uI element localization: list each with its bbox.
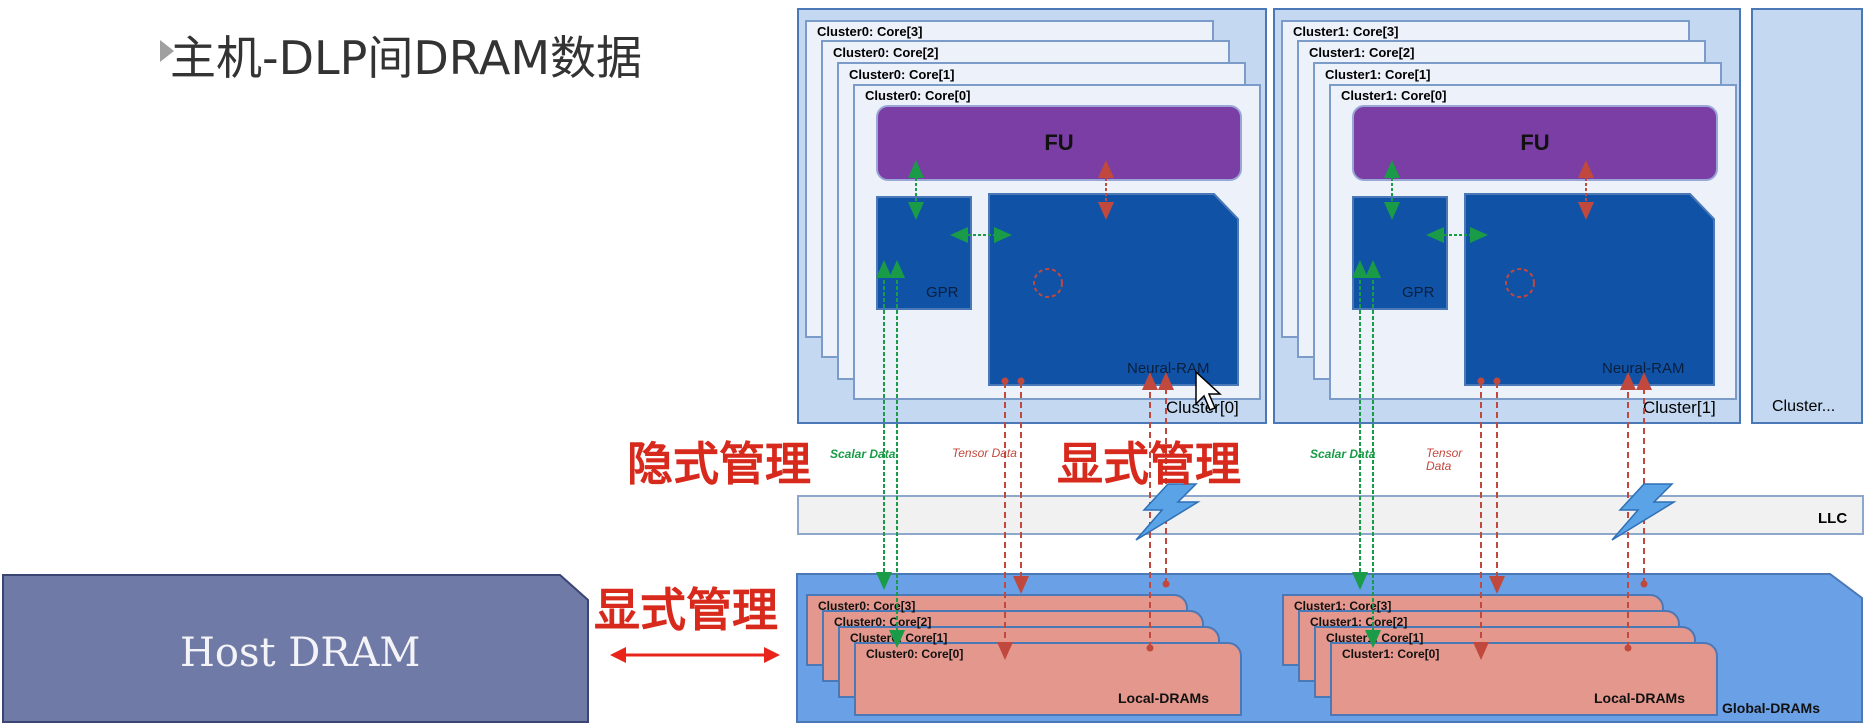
cluster-0-fu: FU — [876, 105, 1242, 181]
cluster-0-local-core-0-label: Cluster0: Core[0] — [866, 647, 964, 661]
cluster-1-core-3-label: Cluster1: Core[3] — [1293, 24, 1399, 39]
cluster-1-fu: FU — [1352, 105, 1718, 181]
host-dram-shape — [2, 574, 589, 723]
cluster-0-tensor-label: Tensor Data — [952, 446, 1017, 460]
cluster-0-core-1-label: Cluster0: Core[1] — [849, 67, 955, 82]
llc-bar — [797, 495, 1864, 535]
cluster-0-name: Cluster[0] — [1166, 398, 1239, 417]
explicit-management-label: 显式管理 — [1057, 437, 1241, 491]
host-dram-label: Host DRAM — [180, 630, 421, 676]
cluster-1-gpr-label: GPR — [1402, 284, 1435, 301]
cluster-0-nram — [988, 193, 1239, 386]
cluster-1-local-drams-label: Local-DRAMs — [1594, 690, 1686, 706]
cluster-1-name: Cluster[1] — [1643, 398, 1716, 417]
cluster-0-local-core-2-label: Cluster0: Core[2] — [834, 615, 932, 629]
cluster-0-core-0-label: Cluster0: Core[0] — [865, 88, 971, 103]
cluster-1-core-0-label: Cluster1: Core[0] — [1341, 88, 1447, 103]
lightning-icon-cluster-0 — [1135, 483, 1201, 541]
cluster-more-panel — [1751, 8, 1863, 424]
cluster-1-local-core-0-label: Cluster1: Core[0] — [1342, 647, 1440, 661]
implicit-management-label: 隐式管理 — [627, 437, 811, 491]
bullet-icon — [160, 40, 174, 62]
global-drams-label: Global-DRAMs — [1722, 700, 1820, 716]
cluster-1-local-core-2-label: Cluster1: Core[2] — [1310, 615, 1408, 629]
cluster-1-tensor-label: Tensor Data — [1426, 446, 1463, 473]
cluster-1-core-1-label: Cluster1: Core[1] — [1325, 67, 1431, 82]
cluster-1-nram — [1464, 193, 1715, 386]
cluster-0-local-drams-label: Local-DRAMs — [1118, 690, 1210, 706]
cluster-1-arrows — [1352, 160, 1652, 660]
cluster-0-gpr-label: GPR — [926, 284, 959, 301]
cluster-0-arrows — [876, 160, 1174, 660]
host-dlp-arrow — [610, 647, 780, 663]
cluster-0-core-2-label: Cluster0: Core[2] — [833, 45, 939, 60]
cluster-0-core-3-label: Cluster0: Core[3] — [817, 24, 923, 39]
cluster-1-scalar-label: Scalar Data — [1310, 447, 1376, 461]
llc-label: LLC — [1818, 510, 1848, 527]
cluster-1-core-2-label: Cluster1: Core[2] — [1309, 45, 1415, 60]
host-explicit-management-label: 显式管理 — [594, 583, 778, 637]
cluster-1-local-dram-0 — [1330, 642, 1718, 716]
mouse-cursor-icon — [1195, 370, 1222, 411]
lightning-icon-cluster-1 — [1611, 483, 1677, 541]
cluster-more-label: Cluster... — [1772, 398, 1836, 415]
cluster-0-local-dram-0 — [854, 642, 1242, 716]
slide-title: 主机-DLP间DRAM数据 — [170, 31, 643, 85]
cluster-0-scalar-label: Scalar Data — [830, 447, 896, 461]
